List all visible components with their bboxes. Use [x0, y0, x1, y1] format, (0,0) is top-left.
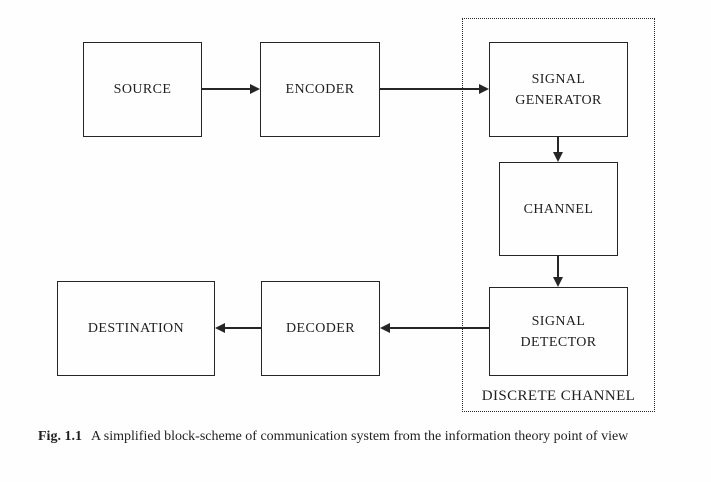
arrow-shaft — [202, 88, 251, 90]
arrow-encoder-to-signal-generator — [380, 84, 489, 94]
figure-caption: Fig. 1.1 A simplified block-scheme of com… — [38, 428, 660, 446]
arrow-shaft — [557, 256, 559, 278]
node-signal-generator: SIGNAL GENERATOR — [489, 42, 628, 137]
node-signal-generator-label: SIGNAL GENERATOR — [515, 71, 602, 108]
figure-caption-text: A simplified block-scheme of communicati… — [90, 429, 629, 444]
arrow-decoder-to-destination — [215, 323, 261, 333]
figure-caption-tag: Fig. 1.1 — [38, 429, 82, 444]
node-encoder-label: ENCODER — [285, 82, 355, 97]
arrow-shaft — [389, 327, 489, 329]
node-channel: CHANNEL — [499, 162, 618, 256]
arrow-channel-to-signal-detector — [553, 256, 563, 287]
arrow-shaft — [557, 137, 559, 153]
arrow-source-to-encoder — [202, 84, 260, 94]
node-signal-detector-label: SIGNAL DETECTOR — [520, 313, 597, 350]
arrow-signal-generator-to-channel — [553, 137, 563, 162]
node-destination-label: DESTINATION — [87, 321, 185, 336]
arrow-signal-detector-to-decoder — [380, 323, 489, 333]
discrete-channel-group-label: DISCRETE CHANNEL — [481, 388, 636, 404]
arrow-shaft — [380, 88, 480, 90]
arrowhead-down-icon — [553, 152, 563, 162]
node-encoder: ENCODER — [260, 42, 380, 137]
node-source: SOURCE — [83, 42, 202, 137]
arrowhead-right-icon — [250, 84, 260, 94]
node-destination: DESTINATION — [57, 281, 215, 376]
node-decoder: DECODER — [261, 281, 380, 376]
discrete-channel-group-border — [462, 18, 655, 412]
arrowhead-left-icon — [215, 323, 225, 333]
node-signal-detector: SIGNAL DETECTOR — [489, 287, 628, 376]
arrowhead-right-icon — [479, 84, 489, 94]
arrowhead-down-icon — [553, 277, 563, 287]
node-decoder-label: DECODER — [286, 321, 355, 336]
arrow-shaft — [224, 327, 261, 329]
node-source-label: SOURCE — [113, 82, 172, 97]
node-channel-label: CHANNEL — [523, 201, 594, 217]
arrowhead-left-icon — [380, 323, 390, 333]
